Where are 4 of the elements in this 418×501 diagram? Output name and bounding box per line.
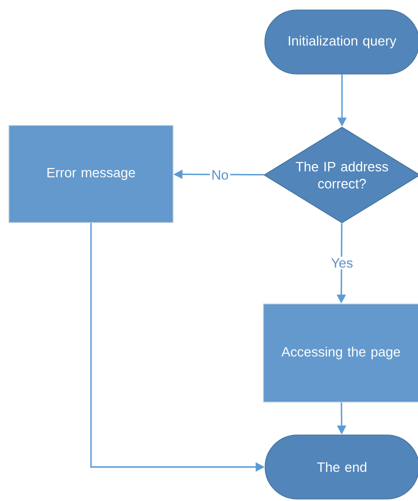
edge-label: Yes xyxy=(330,256,355,270)
edge-label: No xyxy=(210,168,230,182)
process-box: Error message xyxy=(8,125,174,223)
process-box: Accessing the page xyxy=(263,304,418,402)
